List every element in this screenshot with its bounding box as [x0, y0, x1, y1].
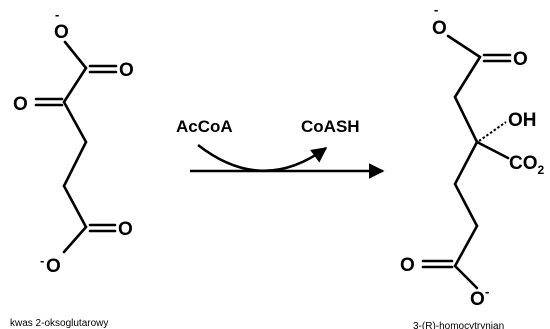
left-top-o: O: [54, 22, 69, 43]
bond-c4-c5: [62, 184, 88, 229]
right-bottom-o-double: O: [400, 255, 415, 276]
bond-o-c1: [63, 40, 88, 70]
bond-c2-c3: [62, 100, 88, 144]
reaction-arrow-group: AcCoA CoASH: [176, 117, 385, 179]
bond-c3-c4: [453, 140, 479, 186]
right-molecule: - O O OH CO2 O O - 3-(R)-homocytrynian: [400, 2, 545, 329]
bond-o-c1: [446, 34, 482, 59]
reagent-coash: CoASH: [301, 117, 360, 136]
right-caption: 3-(R)-homocytrynian: [413, 321, 504, 329]
bond-c1-c2: [62, 66, 88, 104]
bond-c3-c4: [62, 140, 88, 188]
left-caption: kwas 2-oksoglutarowy: [10, 318, 108, 329]
bond-c6-o: [453, 264, 479, 290]
bond-c5-c6: [453, 224, 479, 268]
left-top-o-charge: -: [55, 7, 59, 22]
right-bottom-o: O: [470, 289, 485, 310]
right-top-o: O: [432, 18, 447, 39]
bond-c3-oh-hashed: [478, 121, 507, 142]
reagent-accoa: AcCoA: [176, 117, 233, 136]
left-bottom-o-double: O: [118, 219, 133, 240]
bond-c5-o: [62, 225, 88, 254]
curved-arrow: [197, 143, 328, 173]
right-top-o-charge: -: [434, 2, 438, 17]
bond-c4-c5: [453, 182, 479, 228]
left-bottom-o: O: [46, 256, 61, 277]
left-molecule: - O O O O O - kwas 2-oksoglutarowy: [10, 7, 134, 329]
bond-c1-c2: [453, 55, 482, 99]
left-top-o-double: O: [119, 60, 134, 81]
right-co2: CO2: [509, 153, 545, 177]
right-oh: OH: [508, 110, 537, 131]
bond-c3-co2: [475, 140, 510, 160]
left-keto-o: O: [13, 94, 28, 115]
right-bottom-o-charge: -: [485, 284, 489, 299]
right-top-o-double: O: [513, 49, 528, 70]
left-bottom-o-charge: -: [40, 253, 44, 268]
bond-c2-c3: [453, 95, 479, 144]
